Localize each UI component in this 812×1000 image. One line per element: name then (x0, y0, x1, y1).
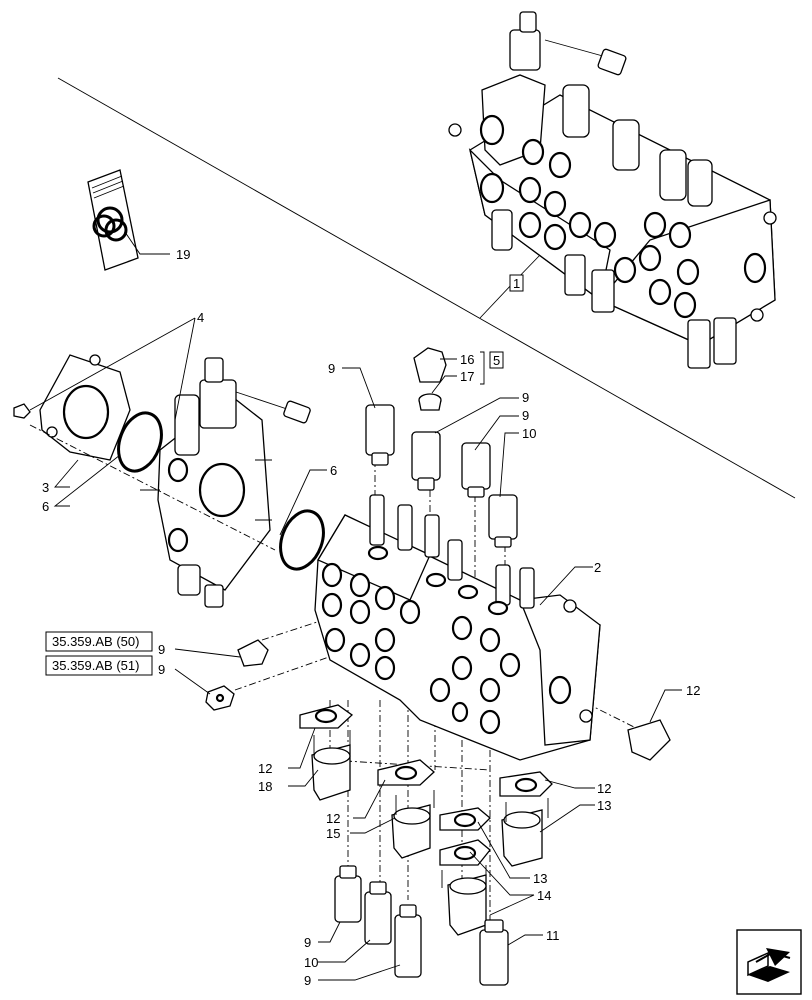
inlet-cover-plate (13, 354, 131, 461)
axis-line-3 (234, 624, 421, 691)
callout-box-5 (489, 351, 504, 369)
callout-2: 2 (594, 560, 601, 575)
bottom-covers (299, 704, 553, 936)
callout-12d: 13 (533, 871, 547, 886)
callout-box-1 (509, 274, 524, 292)
callout-9b: 9 (522, 390, 529, 405)
reference-51-label: 35.359.AB (51) (52, 658, 139, 673)
next-page-arrow-icon[interactable] (736, 929, 802, 995)
reference-50[interactable]: 35.359.AB (50) (45, 631, 153, 652)
reference-51[interactable]: 35.359.AB (51) (45, 655, 153, 676)
callout-10b: 11 (546, 928, 560, 943)
callout-14: 14 (537, 888, 551, 903)
callout-3: 3 (42, 480, 49, 495)
callout-6a: 6 (42, 499, 49, 514)
callout-6b: 6 (330, 463, 337, 478)
callout-4: 4 (197, 310, 204, 325)
callout-12c: 12 (597, 781, 611, 796)
axis-line-1 (29, 424, 276, 551)
o-ring-left (117, 411, 163, 473)
cartridges-bottom (334, 865, 509, 986)
plug-and-seal (413, 347, 447, 411)
callout-15: 15 (326, 826, 340, 841)
callout-9a: 9 (328, 361, 335, 376)
leader-lines (29, 231, 682, 981)
callout-8: 9 (158, 642, 165, 657)
callout-5: 5 (493, 353, 500, 368)
callout-12b: 12 (326, 811, 340, 826)
inlet-section-valve (140, 357, 311, 608)
side-plugs (205, 639, 671, 761)
callout-12a: 12 (258, 761, 272, 776)
reference-50-label: 35.359.AB (50) (52, 634, 139, 649)
bracket-16-17 (480, 351, 485, 385)
main-valve-body (314, 494, 601, 761)
cartridges-top (365, 404, 518, 548)
callout-9d: 9 (304, 935, 311, 950)
callout-11: 12 (686, 683, 700, 698)
callout-9c: 9 (522, 408, 529, 423)
callout-9e: 10 (304, 955, 318, 970)
seal-kit-bag (87, 169, 139, 271)
callout-9f: 9 (304, 973, 311, 988)
callout-labels: 19 1 4 2 3 6 6 9 9 9 9 9 10 16 17 5 12 1… (42, 247, 700, 988)
callout-7: 9 (158, 662, 165, 677)
callout-19: 19 (176, 247, 190, 262)
assembled-control-valve (448, 11, 777, 369)
section-divider-line (57, 77, 796, 499)
o-ring-right (279, 509, 325, 571)
callout-18: 18 (258, 779, 272, 794)
callout-17: 17 (460, 369, 474, 384)
callout-13: 13 (597, 798, 611, 813)
callout-16: 16 (460, 352, 474, 367)
callout-10a: 10 (522, 426, 536, 441)
callout-1: 1 (513, 276, 520, 291)
